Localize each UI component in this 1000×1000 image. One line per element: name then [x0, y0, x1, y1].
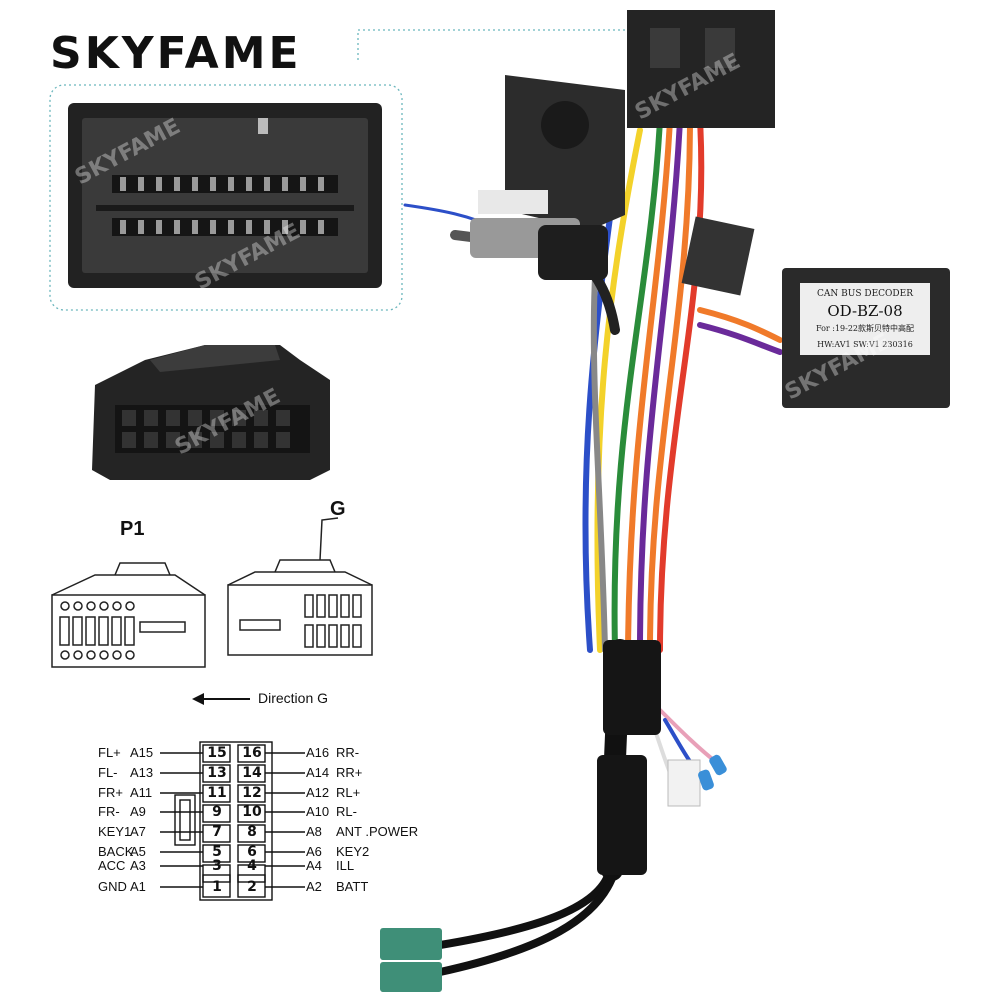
pin-function: KEY2 — [336, 844, 370, 859]
pin-function: RR+ — [336, 765, 363, 780]
pin-number: 10 — [242, 804, 262, 820]
pin-function: FL+ — [98, 745, 121, 760]
p1-label: P1 — [120, 518, 145, 540]
pin-function: ILL — [336, 858, 355, 873]
harness-connectors — [380, 10, 775, 992]
pin-number: 1 — [212, 879, 222, 895]
g-label: G — [330, 498, 346, 520]
harness-wires — [403, 117, 783, 976]
pin-number: 8 — [247, 824, 257, 840]
callout-line — [357, 29, 636, 60]
pin-function: ANT .POWER — [336, 824, 419, 839]
pin-function: FR- — [98, 804, 120, 819]
pin-code: A13 — [130, 765, 154, 780]
pin-code: A3 — [130, 858, 146, 873]
pin-code: A15 — [130, 745, 154, 760]
pin-code: A1 — [130, 879, 146, 894]
pin-code: A16 — [306, 745, 330, 760]
callout-frame — [49, 84, 403, 311]
pin-function: ACC — [98, 858, 126, 873]
pin-code: A5 — [130, 844, 146, 859]
pin-code: A6 — [306, 844, 322, 859]
direction-arrow — [192, 693, 250, 705]
pin-function: RL- — [336, 804, 357, 819]
pin-number: 2 — [247, 879, 257, 895]
decoder-line3: For :19-22款斯贝特中高配 — [816, 323, 914, 333]
pin-number: 3 — [212, 858, 222, 874]
quadlock-connector-photo — [92, 345, 330, 480]
pin-code: A4 — [306, 858, 322, 873]
pin-code: A2 — [306, 879, 322, 894]
pin-number: 13 — [207, 765, 227, 781]
decoder-line4: HW:AV1 SW:V1 230316 — [817, 340, 913, 349]
pin-number: 15 — [207, 745, 227, 761]
direction-label: Direction G — [258, 690, 329, 706]
pin-code: A9 — [130, 804, 146, 819]
pin-code: A10 — [306, 804, 330, 819]
pin-function: BATT — [336, 879, 369, 894]
decoder-line2: OD-BZ-08 — [827, 302, 902, 320]
pin-function: GND — [98, 879, 127, 894]
main-connector-closeup — [68, 103, 382, 288]
pin-number: 4 — [247, 858, 257, 874]
can-bus-decoder: CAN BUS DECODER OD-BZ-08 For :19-22款斯贝特中… — [782, 268, 950, 408]
pin-number: 16 — [242, 745, 262, 761]
pin-function: FL- — [98, 765, 118, 780]
brand-logo: SKYFAME — [50, 28, 302, 79]
pin-function: KEY1 — [98, 824, 132, 839]
decoder-line1: CAN BUS DECODER — [817, 289, 913, 299]
pin-number: 12 — [242, 785, 262, 801]
pin-code: A14 — [306, 765, 330, 780]
pin-function: RL+ — [336, 785, 361, 800]
pin-function: BACK — [98, 844, 134, 859]
pin-code: A8 — [306, 824, 322, 839]
pin-code: A7 — [130, 824, 146, 839]
p1-connector-drawing — [51, 562, 206, 668]
pin-function: RR- — [336, 745, 360, 760]
pin-number: 9 — [212, 804, 222, 820]
pin-number: 5 — [212, 844, 222, 860]
pinout-grid — [160, 741, 305, 901]
pin-code: A11 — [130, 785, 153, 800]
g-connector-drawing — [227, 517, 373, 656]
pin-number: 6 — [247, 844, 257, 860]
pin-number: 11 — [207, 785, 227, 801]
pin-number: 7 — [212, 824, 222, 840]
pin-function: FR+ — [98, 785, 123, 800]
pin-number: 14 — [242, 765, 262, 781]
pin-code: A12 — [306, 785, 330, 800]
